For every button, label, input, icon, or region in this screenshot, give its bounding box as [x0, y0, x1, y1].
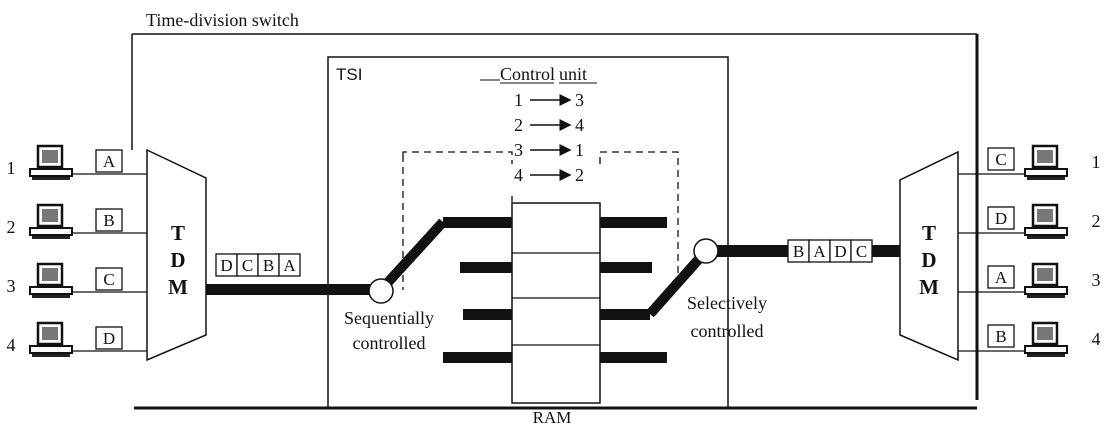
sequential-switch-arm: [376, 218, 447, 295]
packet-box: [987, 265, 1015, 289]
frame-slot-label: D: [220, 256, 232, 275]
tdm-letter: M: [919, 275, 939, 299]
left-tdm-label: TDM: [168, 221, 188, 299]
packet-box: [987, 324, 1015, 348]
frame-slot-label: B: [793, 242, 804, 261]
sequential-switch-pivot: [368, 278, 394, 304]
ram-input-bars: [443, 217, 512, 363]
tdm-letter: T: [922, 221, 936, 245]
packet-label: C: [995, 150, 1006, 169]
ram-output-bar-1: [600, 217, 667, 228]
packet-label: B: [103, 211, 114, 230]
mapping-from: 1: [514, 90, 523, 110]
packet-box: [95, 149, 123, 173]
packet-label: B: [995, 327, 1006, 346]
ram-block: [511, 202, 601, 404]
mapping-from: 4: [514, 165, 523, 185]
tdm-letter: D: [921, 248, 936, 272]
ram-output-bar-4: [600, 352, 667, 363]
computer-icon: [1024, 203, 1068, 239]
dashed-region-right: [599, 151, 679, 290]
computer-icon: [1024, 262, 1068, 298]
frame-slot: [850, 239, 873, 263]
sequential-label-line1: Sequentially: [344, 308, 434, 328]
frame-slot: [278, 253, 301, 277]
selective-label-line1: Selectively: [687, 293, 767, 313]
packet-box: [95, 208, 123, 232]
tdm-letter: M: [168, 275, 188, 299]
packet-box: [987, 206, 1015, 230]
frame-slot-label: A: [283, 256, 296, 275]
packet-box: [95, 267, 123, 291]
control-unit-mappings: 1 3 2 4 3 1 4 2: [514, 90, 584, 185]
computer-icon: [29, 203, 73, 239]
ram-input-bar-4: [443, 352, 512, 363]
left-tdm: [146, 148, 207, 362]
control-unit: Control unit 1 3 2 4 3 1 4 2: [480, 64, 597, 185]
computer-icon: [29, 262, 73, 298]
ram-output-bar-2: [600, 262, 652, 273]
packet-label: A: [103, 152, 116, 171]
control-unit-title-2: unit: [559, 64, 587, 84]
packet-label: D: [995, 209, 1007, 228]
frame-slot-label: C: [856, 242, 867, 261]
tdm-letter: D: [170, 248, 185, 272]
mapping-to: 1: [575, 140, 584, 160]
selective-switch-pivot: [693, 238, 719, 264]
station-number: 2: [7, 217, 16, 237]
control-unit-title-1: Control: [500, 64, 555, 84]
tsi-box: [327, 56, 729, 409]
packet-box: [987, 147, 1015, 171]
dashed-region-left-top: [402, 151, 513, 202]
ram-label: RAM: [533, 408, 572, 427]
packet-label: A: [995, 268, 1008, 287]
sequential-label-line2: controlled: [353, 333, 426, 353]
selective-switch-arm: [646, 247, 710, 318]
frame-slot-label: C: [242, 256, 253, 275]
ram-output-bar-3: [600, 309, 650, 320]
ram-input-bar-1: [443, 217, 512, 228]
station-number: 3: [7, 276, 16, 296]
mapping-from: 3: [514, 140, 523, 160]
frame-slot-label: D: [834, 242, 846, 261]
right-tdm: [899, 150, 959, 362]
station-number: 3: [1092, 270, 1101, 290]
mapping-to: 3: [575, 90, 584, 110]
packet-label: C: [103, 270, 114, 289]
mapping-to: 4: [575, 115, 584, 135]
station-number: 2: [1092, 211, 1101, 231]
input-trunk: [206, 284, 376, 295]
station-number: 4: [1092, 329, 1101, 349]
computer-icon: [1024, 144, 1068, 180]
station-number: 1: [7, 158, 16, 178]
computer-icon: [29, 144, 73, 180]
ram-output-bars: [600, 217, 667, 363]
selective-label-line2: controlled: [691, 321, 764, 341]
tsi-label: TSI: [336, 65, 362, 84]
ram-input-bar-3: [463, 309, 512, 320]
packet-label: D: [103, 329, 115, 348]
left-stations: 1 A 2 B 3 C 4 D: [7, 144, 147, 357]
right-stations: C 1D 2A 3B 4: [958, 144, 1101, 357]
right-tdm-label: TDM: [919, 221, 939, 299]
tdm-letter: T: [171, 221, 185, 245]
ram-input-bar-2: [460, 262, 512, 273]
frame-slot-label: A: [813, 242, 826, 261]
packet-box: [95, 326, 123, 350]
station-number: 4: [7, 335, 16, 355]
frame-slot-label: B: [263, 256, 274, 275]
station-number: 1: [1092, 152, 1101, 172]
mapping-to: 2: [575, 165, 584, 185]
switch-title: Time-division switch: [146, 10, 299, 30]
computer-icon: [29, 321, 73, 357]
computer-icon: [1024, 321, 1068, 357]
mapping-from: 2: [514, 115, 523, 135]
